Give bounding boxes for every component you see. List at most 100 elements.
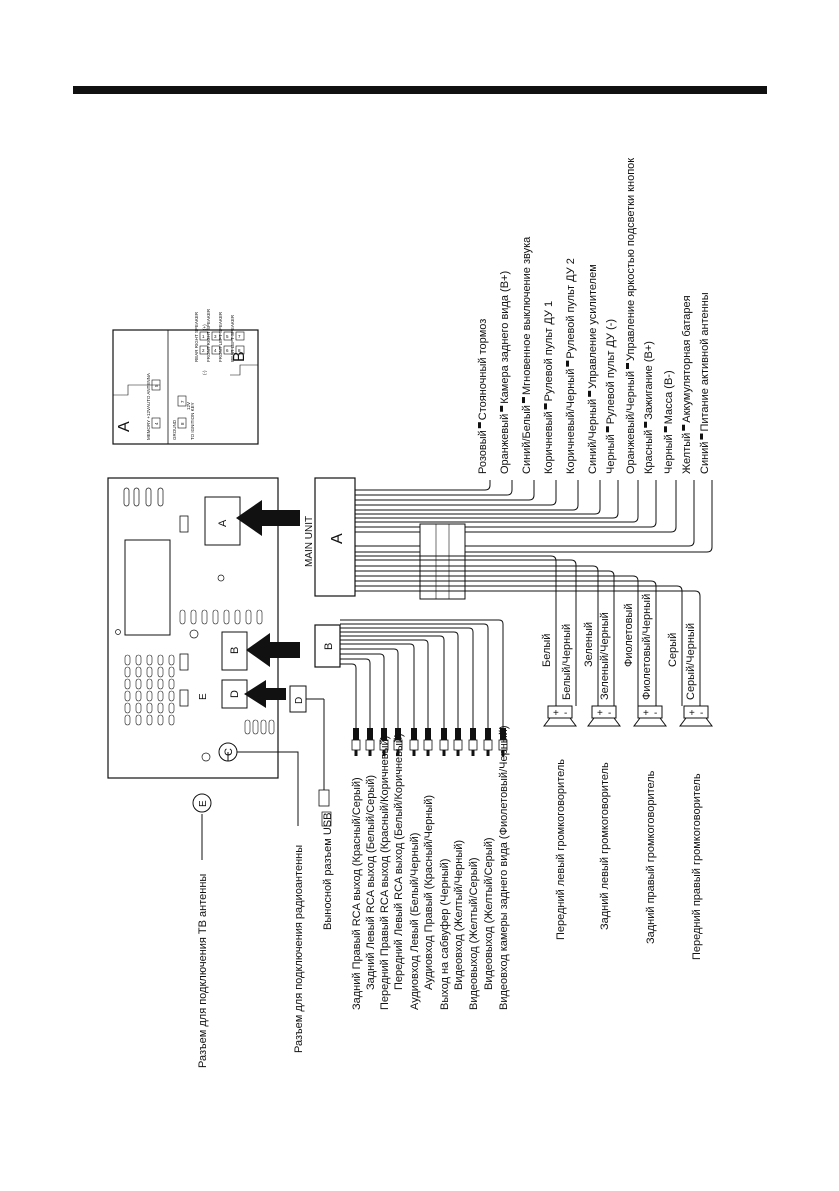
- speaker-minus: -: [608, 708, 611, 719]
- vent-slot: [124, 654, 131, 666]
- a-pin-memory: MEMORY +12V: [146, 408, 151, 440]
- a-wire-line: [355, 480, 677, 533]
- speaker-label: Передний левый громкоговоритель: [555, 759, 567, 940]
- a-wire-line: [355, 480, 601, 515]
- usb-label: Выносной разъем USB: [322, 813, 334, 930]
- a-wire-line: [355, 480, 713, 553]
- vent-slot: [133, 487, 140, 507]
- rca-wire-line: [340, 639, 429, 728]
- vent-slot: [223, 609, 230, 625]
- a-wire-divider: [606, 426, 609, 433]
- speaker-label: Передний правый громкоговоритель: [691, 773, 703, 960]
- a-wire-color: Оранжевый: [499, 414, 511, 474]
- rca-label: Видеовход (Желтый/Черный): [453, 840, 465, 990]
- vent-slot: [124, 666, 131, 678]
- speaker-plus: +: [643, 708, 649, 719]
- vent-slot: [168, 678, 175, 690]
- a-wire-divider: [644, 421, 647, 428]
- a-pin-ground: GROUND: [172, 419, 177, 440]
- vent-slot: [135, 702, 142, 714]
- speaker-wire-label: Зеленый/Черный: [599, 612, 611, 700]
- vent-slot: [157, 702, 164, 714]
- rca-plug-icon: [439, 728, 449, 756]
- a-wire-line: [355, 480, 639, 523]
- rca-label-group: Задний Правый RCA выход (Красный/Серый)З…: [351, 726, 510, 1011]
- main-unit-plug-a: A MAIN UNIT: [304, 477, 356, 597]
- b-pin-front-right: FRONT RIGHT SPEAKER: [206, 308, 211, 362]
- a-pin-ignition-num: 7: [180, 400, 185, 403]
- tv-antenna-socket: [192, 793, 212, 813]
- vent-slot: [146, 678, 153, 690]
- speaker-wire-label: Белый/Черный: [561, 624, 573, 700]
- unit-screen: [124, 539, 171, 636]
- vent-slot: [146, 714, 153, 726]
- a-wire-function: Рулевой пульт ДУ (-): [605, 319, 617, 424]
- vent-slot: [157, 714, 164, 726]
- vent-slot: [135, 666, 142, 678]
- speaker-wire-line: [355, 559, 577, 706]
- wire-clip: [419, 523, 466, 600]
- main-unit-plug-b: B: [314, 624, 341, 668]
- vent-slot: [135, 690, 142, 702]
- speaker-minus: -: [700, 708, 703, 719]
- a-wire-function: Зажигание (B+): [643, 341, 655, 420]
- rca-label: Видеовход камеры заднего вида (Фиолетовы…: [498, 726, 510, 1011]
- vent-slot: [201, 609, 208, 625]
- a-pin-12v: 12V: [186, 402, 191, 410]
- a-wire-divider: [700, 433, 703, 440]
- unit-socket-a: [204, 496, 241, 546]
- rca-label: Аудиовход Правый (Красный/Черный): [423, 795, 435, 990]
- speaker-wire-label: Фиолетовый/Черный: [641, 594, 653, 700]
- a-wire-line: [355, 480, 657, 528]
- rca-plug-icon: [365, 728, 375, 756]
- unit-socket-a-label: A: [217, 519, 229, 527]
- connector-label-a: A: [116, 421, 133, 432]
- a-wire-color: Красный: [643, 430, 655, 474]
- unit-socket-d-label: D: [229, 690, 241, 698]
- a-wire-color: Коричневый: [543, 411, 555, 474]
- a-wire-line: [355, 480, 513, 496]
- vent-slot: [157, 654, 164, 666]
- vent-slot: [123, 487, 130, 507]
- speaker-wire-line: [355, 555, 557, 706]
- vent-slot: [252, 719, 259, 735]
- rca-plug-icon: [393, 728, 403, 756]
- vent-slot: [146, 666, 153, 678]
- rca-wire-line: [340, 663, 357, 728]
- speaker-wire-label: Серый/Черный: [685, 623, 697, 700]
- a-pin-antenna: AUTO ANTENNA: [146, 373, 151, 408]
- rca-wire-line: [340, 653, 385, 728]
- unit-socket-b-label: B: [229, 647, 241, 654]
- vent-slot: [145, 487, 152, 507]
- speaker-wire-line: [355, 575, 639, 706]
- unit-socket-e-label: E: [198, 693, 209, 700]
- a-wire-function: Стояночный тормоз: [477, 319, 489, 421]
- vent-slot: [256, 609, 263, 625]
- a-wire-line: [355, 480, 491, 491]
- speaker-icon: +-: [633, 705, 667, 727]
- a-wire-color: Синий: [699, 442, 711, 474]
- unit-socket-c-label: C: [223, 748, 235, 756]
- rca-label: Видеовыход (Желтый/Серый): [483, 837, 495, 990]
- a-wire-color: Желтый: [681, 433, 693, 474]
- a-wire-line: [355, 480, 619, 519]
- a-wire-divider: [522, 397, 525, 404]
- rca-plug-icon: [409, 728, 419, 756]
- vent-slot: [124, 714, 131, 726]
- a-wire-function: Рулевой пульт ДУ 2: [565, 258, 577, 359]
- b-pin-5: 5: [226, 334, 229, 339]
- rca-wire-line: [340, 648, 399, 728]
- a-wire-color: Коричневый/Черный: [565, 369, 577, 474]
- usb-symbol-icon: [321, 811, 332, 827]
- vent-slot: [135, 678, 142, 690]
- a-wire-color: Оранжевый/Черный: [625, 371, 637, 474]
- vent-slot: [212, 609, 219, 625]
- a-wire-function: Рулевой пульт ДУ 1: [543, 301, 555, 402]
- a-wire-color: Синий/Белый: [521, 405, 533, 474]
- speaker-wire-label: Зеленый: [583, 622, 595, 667]
- a-wire-lines: [355, 480, 713, 553]
- vent-slot: [268, 719, 275, 735]
- speaker-plus: +: [597, 708, 603, 719]
